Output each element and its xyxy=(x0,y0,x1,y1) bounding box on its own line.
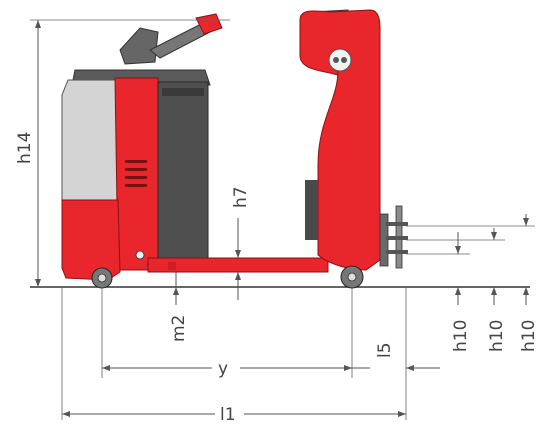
label-l1: l1 xyxy=(220,405,236,425)
label-l5: l5 xyxy=(375,342,395,358)
label-h7: h7 xyxy=(231,186,251,208)
dim-l1: l1 xyxy=(61,287,406,425)
label-h10-high: h10 xyxy=(519,320,539,352)
dim-h14: h14 xyxy=(15,19,230,287)
dim-m2: m2 xyxy=(169,272,189,342)
battery-compartment xyxy=(157,81,209,261)
label-h14: h14 xyxy=(15,132,35,164)
tiller-head xyxy=(195,13,223,35)
label-h10-low: h10 xyxy=(451,320,471,352)
column-inner xyxy=(305,180,318,240)
dim-h7: h7 xyxy=(231,186,251,300)
tow-coupling-icon xyxy=(379,205,408,269)
side-body-red xyxy=(114,77,163,271)
tractor-rear-body xyxy=(61,13,223,289)
column-body xyxy=(299,9,381,271)
seat-icon xyxy=(119,27,159,65)
brand-badge-icon xyxy=(328,48,352,72)
dim-h10-group: h10 h10 h10 xyxy=(406,214,539,352)
label-m2: m2 xyxy=(169,315,189,342)
battery-lid xyxy=(162,88,204,96)
beam-detail xyxy=(168,262,176,270)
dim-y: y xyxy=(101,287,353,379)
side-panel-grey xyxy=(61,79,119,201)
rear-bumper xyxy=(61,199,121,281)
label-y: y xyxy=(218,359,228,379)
dim-l5: l5 xyxy=(352,287,440,420)
vent-slots xyxy=(125,160,147,187)
front-column xyxy=(299,9,408,289)
roller xyxy=(135,250,145,260)
label-h10-mid: h10 xyxy=(487,320,507,352)
